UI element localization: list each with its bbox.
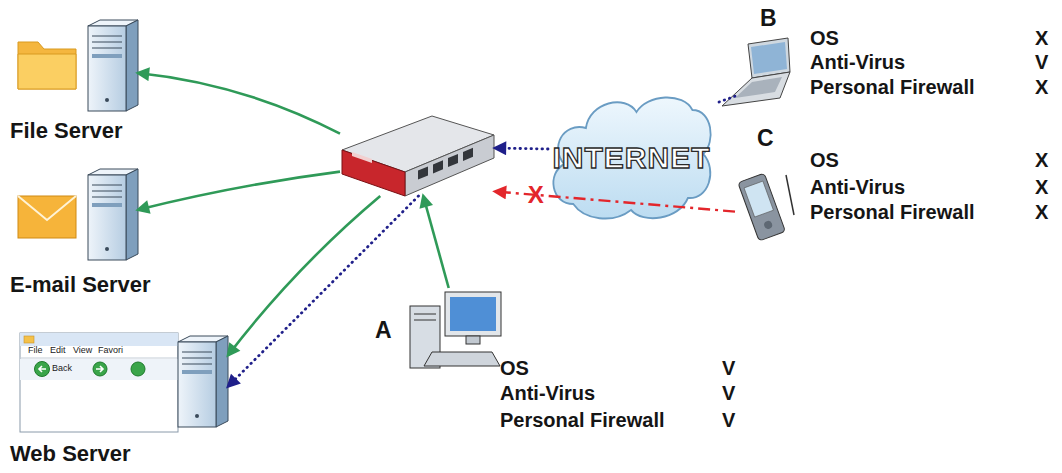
connector-arrow [423, 196, 448, 288]
cloud-label: INTERNET [548, 140, 715, 176]
browser-folder [24, 336, 34, 343]
status-mark: V [722, 356, 735, 380]
web-server-tower [178, 336, 228, 427]
status-label: OS [810, 26, 839, 50]
pda-device [738, 173, 786, 241]
menu-label: Back [52, 364, 72, 374]
envelope-icon [18, 196, 76, 238]
back-button [35, 362, 50, 377]
forward-button [93, 362, 107, 376]
pc-monitor [445, 292, 501, 336]
router-port [448, 154, 458, 167]
menu-label: Favori [98, 346, 123, 356]
edge-label: X [528, 183, 544, 207]
pc-slot [414, 320, 436, 321]
status-label: Anti-Virus [810, 175, 905, 199]
status-mark: X [1035, 75, 1048, 99]
menu-label: File [28, 346, 43, 356]
connector-arrow [715, 96, 735, 103]
pda-screen [744, 181, 773, 217]
status-mark: X [1035, 175, 1048, 199]
internet-cloud: INTERNET [548, 92, 715, 225]
status-mark: X [1035, 26, 1048, 50]
pda-button [763, 220, 773, 230]
browser-window [20, 333, 178, 432]
device-node: BOSXAnti-VirusVPersonal FirewallX [735, 40, 792, 112]
menu-separator [20, 358, 178, 359]
forward-arrow [96, 366, 103, 372]
status-label: Personal Firewall [810, 75, 975, 99]
pda-stylus [786, 175, 794, 215]
connector-arrow [228, 196, 380, 355]
connector-arrow [228, 196, 419, 387]
menu-label: View [73, 346, 92, 356]
router-node [340, 118, 495, 196]
browser-titlebar [20, 333, 178, 346]
toolbar-button [131, 362, 145, 376]
server-node: File Server [88, 20, 138, 111]
server-label: Web Server [10, 441, 131, 467]
pc-screen [450, 297, 496, 331]
status-mark: V [722, 381, 735, 405]
router-port [463, 148, 473, 161]
connector-arrow [138, 172, 340, 210]
file-server-tower [88, 20, 138, 111]
status-label: Anti-Virus [810, 50, 905, 74]
router-front [405, 135, 494, 196]
laptop-screen [751, 42, 787, 74]
router-port [433, 160, 443, 173]
router-port [418, 166, 428, 179]
status-mark: X [1035, 148, 1048, 172]
status-mark: V [722, 408, 735, 432]
status-label: OS [810, 148, 839, 172]
connector-arrow [495, 147, 548, 151]
device-letter: C [757, 125, 774, 153]
server-node: E-mail Server [88, 169, 138, 260]
status-mark: X [1035, 200, 1048, 224]
server-label: E-mail Server [10, 272, 151, 298]
device-node: COSXAnti-VirusXPersonal FirewallX [735, 165, 793, 253]
status-mark: V [1035, 50, 1048, 74]
browser-toolbar [20, 359, 178, 380]
status-label: Personal Firewall [500, 408, 665, 432]
server-node: Web Server [178, 336, 228, 427]
folder-front [18, 54, 76, 89]
status-label: Personal Firewall [810, 200, 975, 224]
laptop-keyboard [735, 77, 782, 98]
pc-stand [466, 336, 480, 344]
device-node: AOSVAnti-VirusVPersonal FirewallV [405, 288, 505, 370]
status-label: Anti-Virus [500, 381, 595, 405]
server-label: File Server [10, 118, 123, 144]
envelope-flap [18, 196, 76, 220]
pc-slot [414, 314, 436, 315]
status-label: OS [500, 356, 529, 380]
laptop-lid [748, 38, 790, 78]
pc-keyboard [424, 352, 500, 366]
folder-icon [18, 42, 76, 89]
back-arrow [39, 366, 46, 372]
connector-arrow [138, 73, 340, 134]
laptop-base [722, 72, 790, 106]
pda-body [738, 173, 786, 241]
menu-label: Edit [50, 346, 66, 356]
device-letter: A [375, 317, 392, 345]
mail-server-tower [88, 169, 138, 260]
device-letter: B [760, 5, 777, 33]
router-end [342, 150, 405, 196]
router-logo [352, 152, 372, 163]
